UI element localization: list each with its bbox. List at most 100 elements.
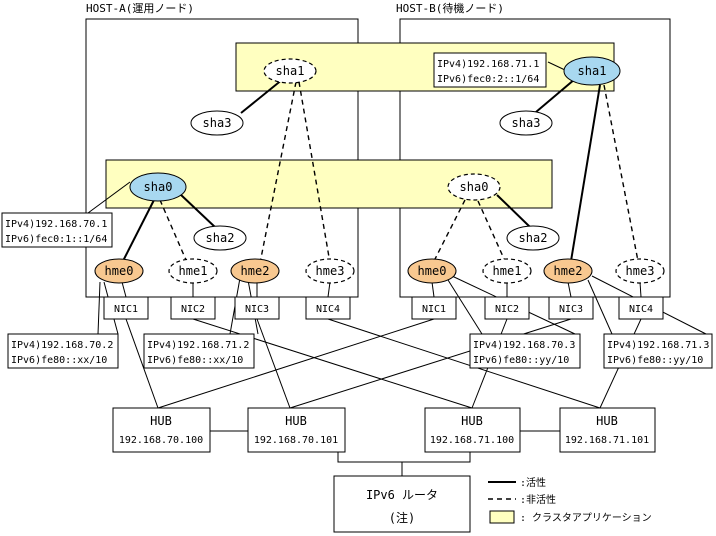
hub-1: HUB 192.168.70.100 [112, 407, 211, 453]
hub-4-address: 192.168.71.101 [565, 435, 649, 446]
ipv6-router-note: (注) [389, 510, 415, 525]
sha2-host-a-node: sha2 [193, 225, 247, 251]
hme2-host-a-node: hme2 [230, 258, 280, 284]
sha3-host-b-node: sha3 [499, 110, 553, 136]
hme2-host-b-node: hme2 [543, 258, 593, 284]
link-hme2-nic3-b [567, 281, 572, 298]
hme0-host-a-ipv4: IPv4)192.168.70.2 [11, 340, 113, 351]
cable-nic4a-hub4 [327, 318, 601, 409]
hme1-host-a-label: hme1 [179, 264, 208, 278]
hub-1-name: HUB [150, 414, 172, 428]
line-sha0-hme0-a [122, 199, 155, 262]
sha0-host-b-node: sha0 [447, 173, 501, 201]
line-sha0-hme1-b [477, 200, 506, 262]
link-hme3-nic4-b [639, 281, 642, 298]
legend-active-label: :活性 [520, 476, 546, 489]
line-sha0-sha2-b [496, 194, 531, 228]
sha1-host-b-address-box: IPv4)192.168.71.1 IPv6)fec0:2::1/64 [433, 52, 547, 88]
line-sha0-hme1-a [159, 199, 187, 261]
legend-inactive-label: :非活性 [520, 493, 556, 506]
hme2-host-a-label: hme2 [241, 264, 270, 278]
hme1-host-a-node: hme1 [168, 258, 218, 284]
link-hme0-nic1-b [431, 281, 435, 298]
line-sha1-sha3-b [535, 78, 576, 113]
line-sha1-sha3-a [240, 78, 284, 114]
sha0-host-a-ipv4: IPv4)192.168.70.1 [5, 219, 107, 230]
line-sha1-hme3-a [298, 81, 331, 264]
hub-1-address: 192.168.70.100 [119, 435, 203, 446]
hme2-host-a-ipv6: IPv6)fe80::xx/10 [147, 355, 243, 366]
sha2-host-b-node: sha2 [506, 225, 560, 251]
hub-3: HUB 192.168.71.100 [424, 407, 521, 453]
hme1-host-b-node: hme1 [482, 258, 532, 284]
hme2-host-b-ipv4: IPv4)192.168.71.3 [607, 340, 709, 351]
hme0-host-b-label: hme0 [418, 264, 447, 278]
leader-hme2-b-1 [587, 279, 613, 335]
link-hme3-nic4-a [327, 281, 331, 298]
sha1-host-b-node: sha1 [563, 56, 621, 86]
hub2-hub3-link [337, 452, 471, 463]
leader-sha0-a [87, 181, 131, 214]
sha3-host-b-label: sha3 [512, 116, 541, 130]
legend-cluster-app-swatch [489, 510, 515, 524]
sha0-host-a-node: sha0 [129, 172, 187, 202]
sha3-host-a-node: sha3 [190, 110, 244, 136]
hme0-host-b-address-box: IPv4)192.168.70.3 IPv6)fe80::yy/10 [469, 333, 581, 369]
host-a-title: HOST-A(運用ノード) [86, 2, 194, 15]
leader-sha1-b [547, 61, 566, 71]
line-sha1-hme2-a [259, 81, 297, 264]
hme0-host-a-label: hme0 [105, 264, 134, 278]
hme2-host-b-ipv6: IPv6)fe80::yy/10 [607, 355, 703, 366]
nic1-host-b: NIC1 [411, 296, 457, 320]
hme3-host-a-label: hme3 [316, 264, 345, 278]
sha0-host-a-ipv6: IPv6)fec0:1::1/64 [5, 234, 107, 245]
sha0-host-a-label: sha0 [144, 180, 173, 194]
leader-hme0-b-1 [447, 279, 483, 335]
nic1-host-a: NIC1 [103, 296, 149, 320]
sha2-host-b-label: sha2 [519, 231, 548, 245]
sha2-host-a-label: sha2 [206, 231, 235, 245]
hub-2: HUB 192.168.70.101 [247, 407, 346, 453]
hme3-host-b-label: hme3 [626, 264, 655, 278]
hub-4-name: HUB [596, 414, 618, 428]
ipv6-router: IPv6 ルータ (注) [333, 475, 471, 533]
hme2-host-a-address-box: IPv4)192.168.71.2 IPv6)fe80::xx/10 [143, 333, 255, 369]
hme0-host-b-ipv6: IPv6)fe80::yy/10 [473, 355, 569, 366]
host-b-title: HOST-B(待機ノード) [396, 1, 504, 15]
line-sha0-sha2-a [179, 193, 217, 229]
cable-nic3a-hub2 [256, 318, 291, 409]
sha1-host-a-node: sha1 [263, 58, 317, 84]
nic4-host-b: NIC4 [618, 296, 664, 320]
nic1-host-a-label: NIC1 [114, 304, 138, 315]
hme0-host-a-address-box: IPv4)192.168.70.2 IPv6)fe80::xx/10 [7, 333, 119, 369]
sha3-host-a-label: sha3 [203, 116, 232, 130]
sha1-host-b-ipv6: IPv6)fec0:2::1/64 [437, 74, 539, 85]
hme3-host-b-node: hme3 [615, 258, 665, 284]
nic3-host-a: NIC3 [234, 296, 280, 320]
hme3-host-a-node: hme3 [305, 258, 355, 284]
hub-3-address: 192.168.71.100 [430, 435, 514, 446]
hme0-host-b-ipv4: IPv4)192.168.70.3 [473, 340, 575, 351]
nic3-host-b-label: NIC3 [559, 304, 583, 315]
hme0-host-a-ipv6: IPv6)fe80::xx/10 [11, 355, 107, 366]
hme0-host-a-node: hme0 [94, 258, 144, 284]
nic2-host-b-label: NIC2 [495, 304, 519, 315]
nic2-host-b: NIC2 [484, 296, 530, 320]
nic2-host-a: NIC2 [170, 296, 216, 320]
nic3-host-a-label: NIC3 [245, 304, 269, 315]
link-hme0-nic1-a [121, 281, 127, 298]
nic4-host-a: NIC4 [305, 296, 351, 320]
hme2-host-b-address-box: IPv4)192.168.71.3 IPv6)fe80::yy/10 [603, 333, 713, 369]
hme2-host-a-ipv4: IPv4)192.168.71.2 [147, 340, 249, 351]
line-sha1-hme3-b [603, 84, 639, 262]
cable-nic1b-hub1 [157, 318, 435, 409]
sha1-host-b-ipv4: IPv4)192.168.71.1 [437, 59, 539, 70]
line-sha1-hme2-b [570, 84, 601, 262]
hme0-host-b-node: hme0 [407, 258, 457, 284]
nic1-host-b-label: NIC1 [422, 304, 446, 315]
sha0-host-b-label: sha0 [460, 180, 489, 194]
hub-3-name: HUB [461, 414, 483, 428]
hub-4: HUB 192.168.71.101 [559, 407, 656, 453]
sha0-host-a-address-box: IPv4)192.168.70.1 IPv6)fec0:1::1/64 [1, 212, 113, 248]
